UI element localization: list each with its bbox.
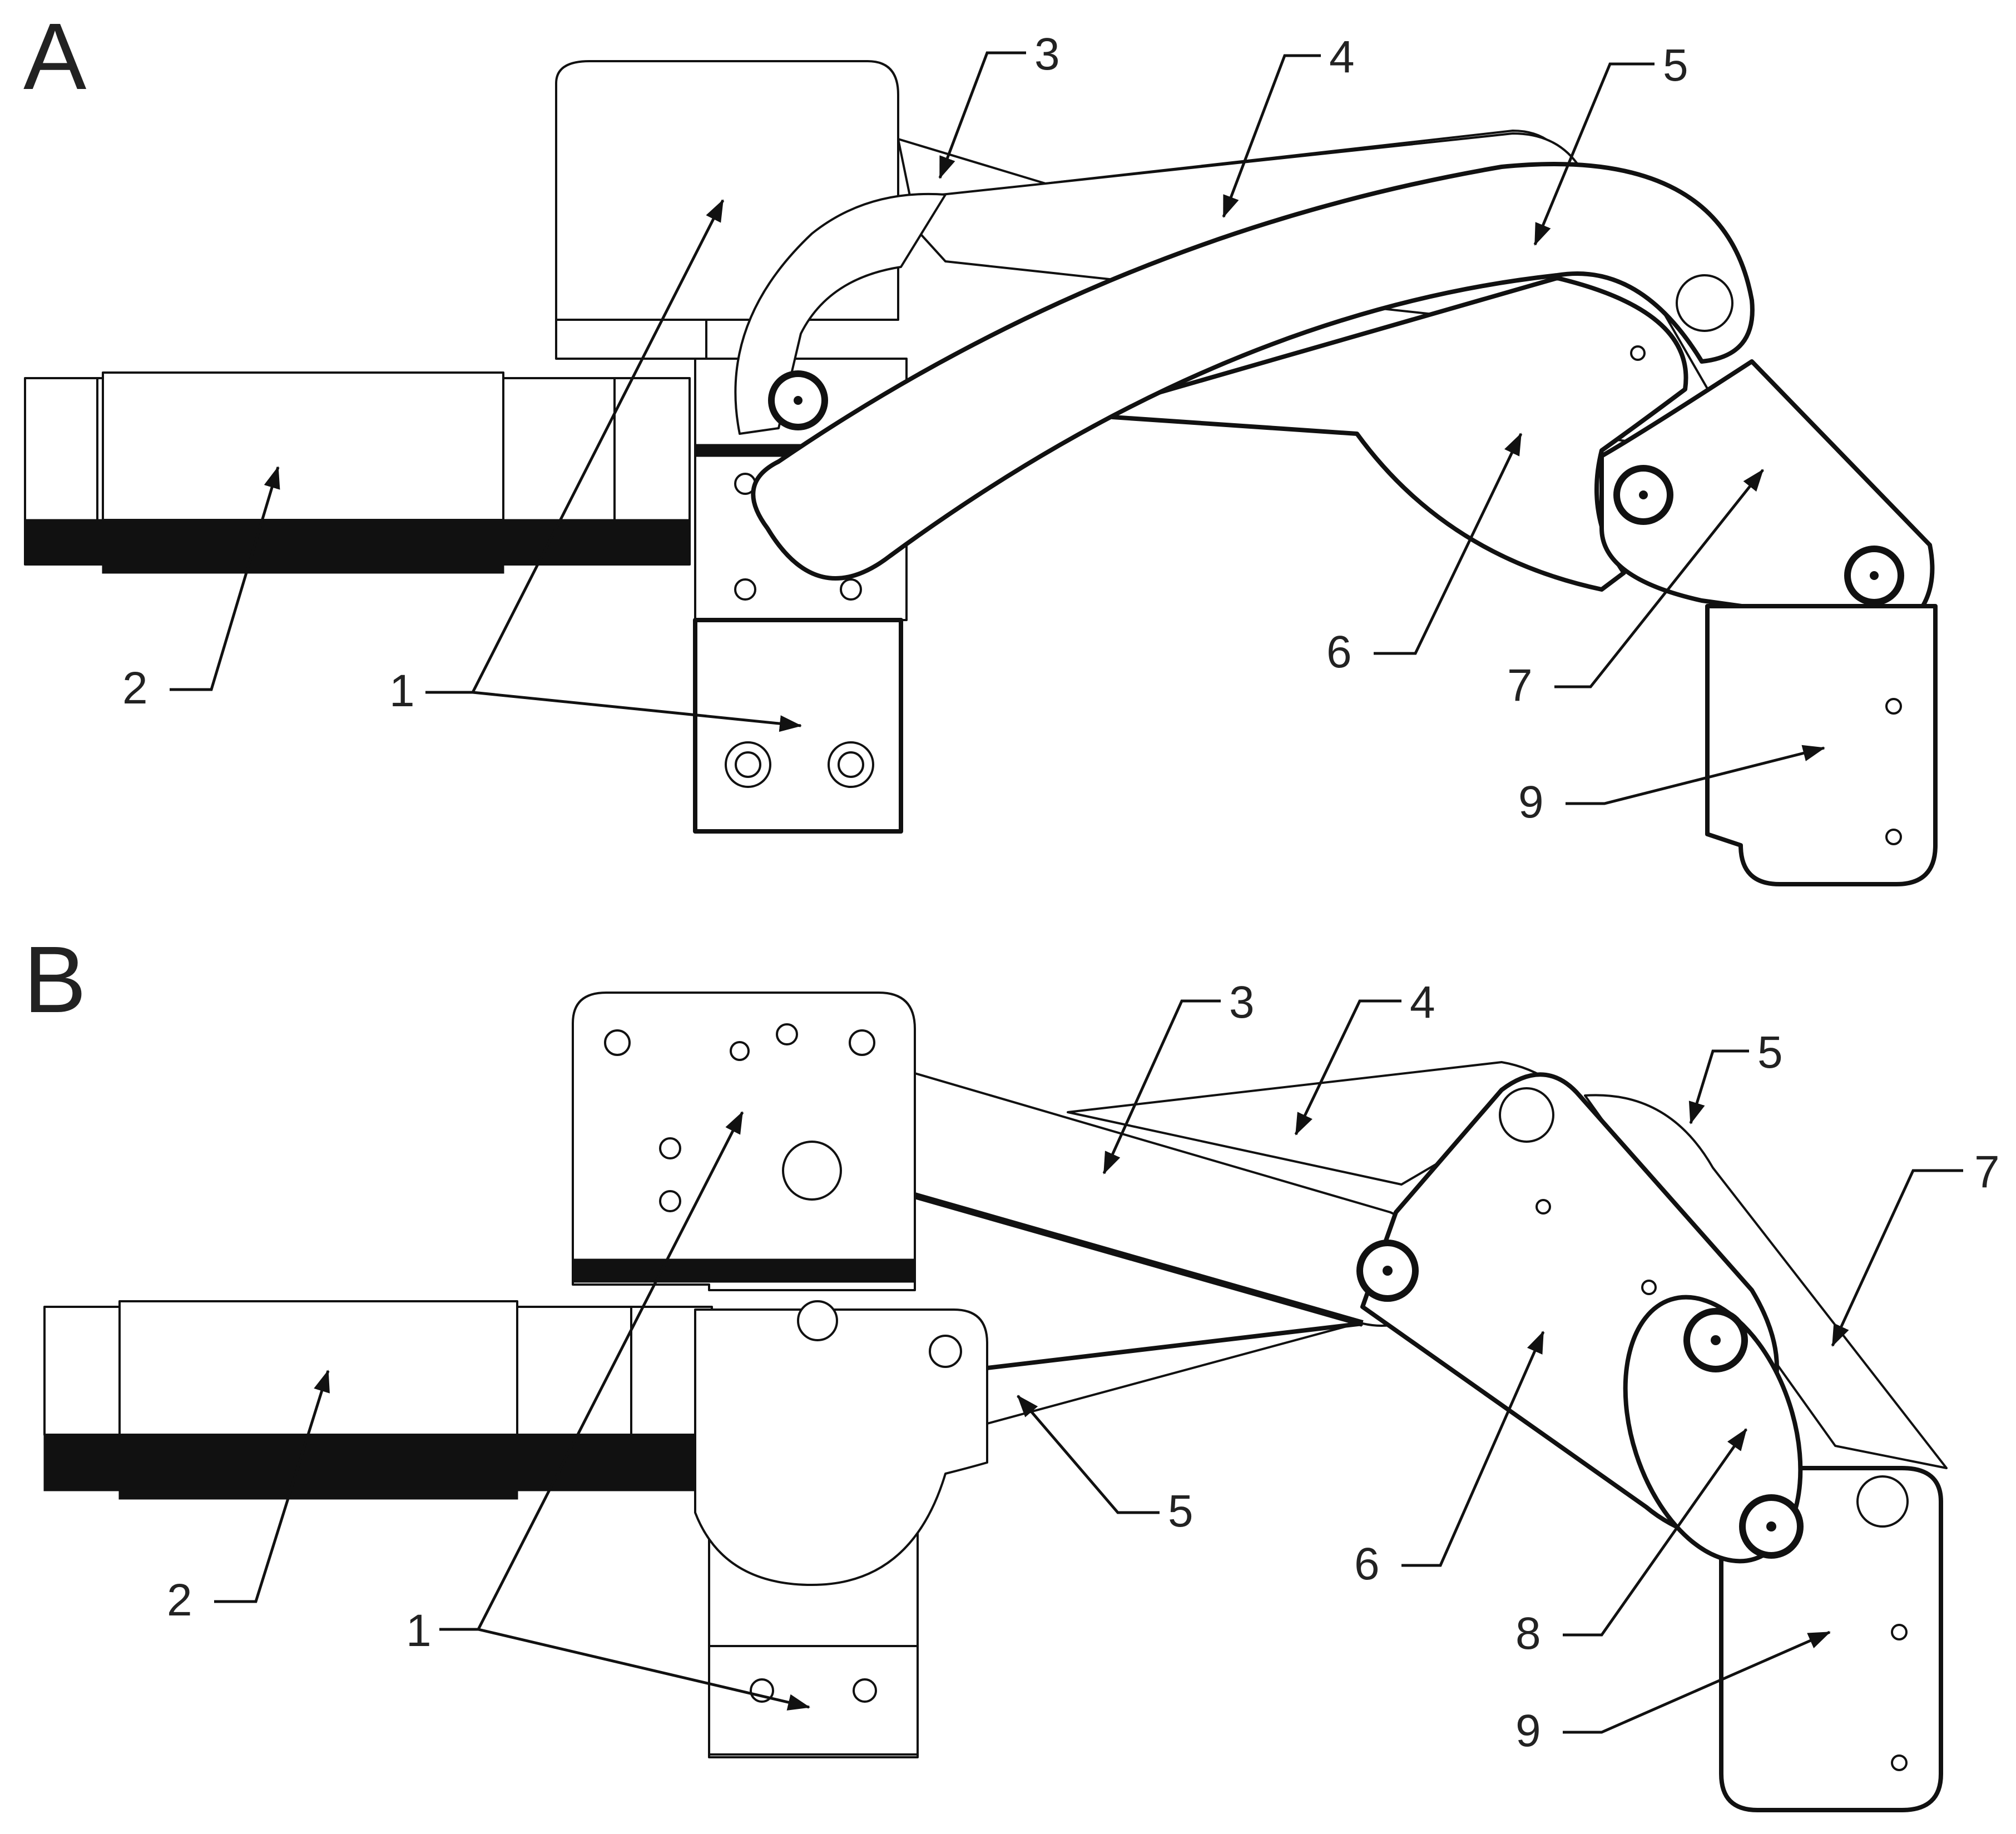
panel-a-end-plate [1705, 604, 1938, 886]
panel-b-oval-coupler [1623, 1295, 1803, 1564]
callout-b-9: 9 [1515, 1706, 1541, 1756]
panel-b: B [23, 927, 2000, 1812]
panel-a-letter: A [23, 4, 87, 110]
panel-b-callouts: 1 2 3 4 5 5 6 7 8 [167, 977, 2000, 1756]
callout-a-7: 7 [1507, 660, 1533, 711]
panel-b-actuator-cylinder [43, 1300, 713, 1500]
callout-a-4: 4 [1329, 32, 1355, 82]
panel-b-belt [986, 1321, 1363, 1425]
callout-b-1: 1 [406, 1605, 432, 1656]
panel-a: A [23, 4, 1938, 886]
callout-b-5-top: 5 [1757, 1027, 1783, 1078]
callout-b-4: 4 [1410, 977, 1435, 1028]
callout-b-6: 6 [1354, 1539, 1380, 1589]
panel-a-pins [768, 274, 1904, 606]
panel-a-actuator-cylinder [24, 371, 691, 574]
callout-a-6: 6 [1326, 627, 1352, 677]
callout-b-2: 2 [167, 1575, 192, 1625]
panel-a-callouts: 1 2 3 4 5 6 7 9 [122, 29, 1825, 827]
callout-b-7: 7 [1974, 1147, 2000, 1197]
callout-a-3: 3 [1034, 29, 1060, 80]
callout-b-8: 8 [1515, 1608, 1541, 1659]
panel-b-pins [1356, 1240, 1804, 1559]
panel-b-rotary-housing [694, 1300, 988, 1586]
callout-b-3: 3 [1229, 977, 1255, 1028]
panel-b-letter: B [23, 927, 86, 1033]
callout-b-5-bottom: 5 [1168, 1486, 1193, 1536]
callout-a-1: 1 [389, 666, 415, 716]
callout-a-9: 9 [1518, 777, 1544, 827]
callout-a-5: 5 [1663, 40, 1688, 91]
callout-a-2: 2 [122, 663, 148, 713]
